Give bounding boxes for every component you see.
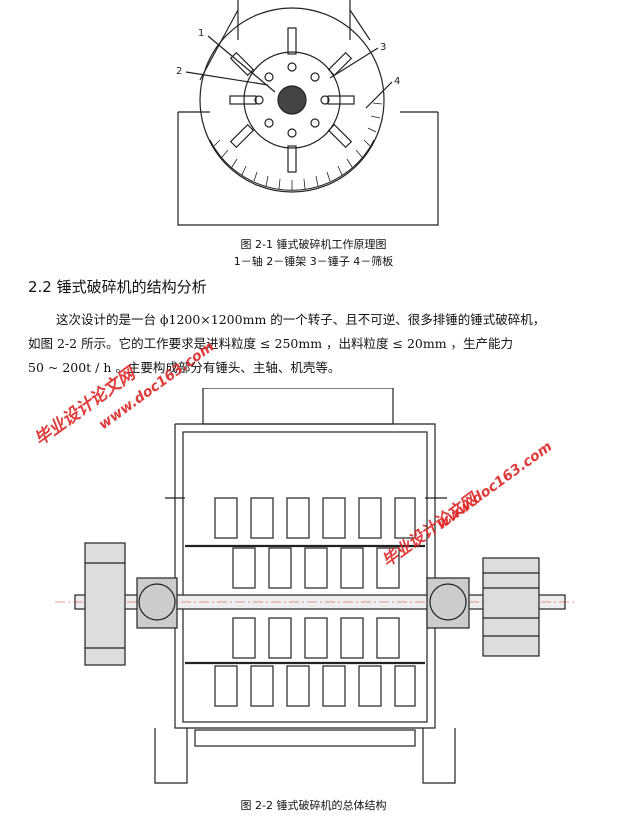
figure-2-2-drawing xyxy=(55,388,575,784)
label-3: 3 xyxy=(380,42,386,53)
figure-2-1-legend: 1－轴 2－锤架 3－锤子 4－筛板 xyxy=(233,255,394,268)
figure-2-2-caption: 图 2-2 锤式破碎机的总体结构 xyxy=(240,799,387,812)
paragraph-line-2: 如图 2-2 所示。它的工作要求是进料粒度 ≤ 250mm ，出料粒度 ≤ 20… xyxy=(28,336,514,351)
figure-2-1-drawing: 1 2 3 4 xyxy=(176,0,439,226)
label-1: 1 xyxy=(198,28,204,39)
paragraph-line-3: 50 ~ 200t / h 。主要构成部分有锤头、主轴、机壳等。 xyxy=(28,360,341,375)
section-heading: 2.2 锤式破碎机的结构分析 xyxy=(28,278,207,296)
figure-2-1-caption: 图 2-1 锤式破碎机工作原理图 xyxy=(240,238,387,251)
paragraph-line-1: 这次设计的是一台 ϕ1200×1200mm 的一个转子、且不可逆、很多排锤的锤式… xyxy=(56,312,546,327)
label-2: 2 xyxy=(176,66,182,77)
label-4: 4 xyxy=(394,76,400,87)
